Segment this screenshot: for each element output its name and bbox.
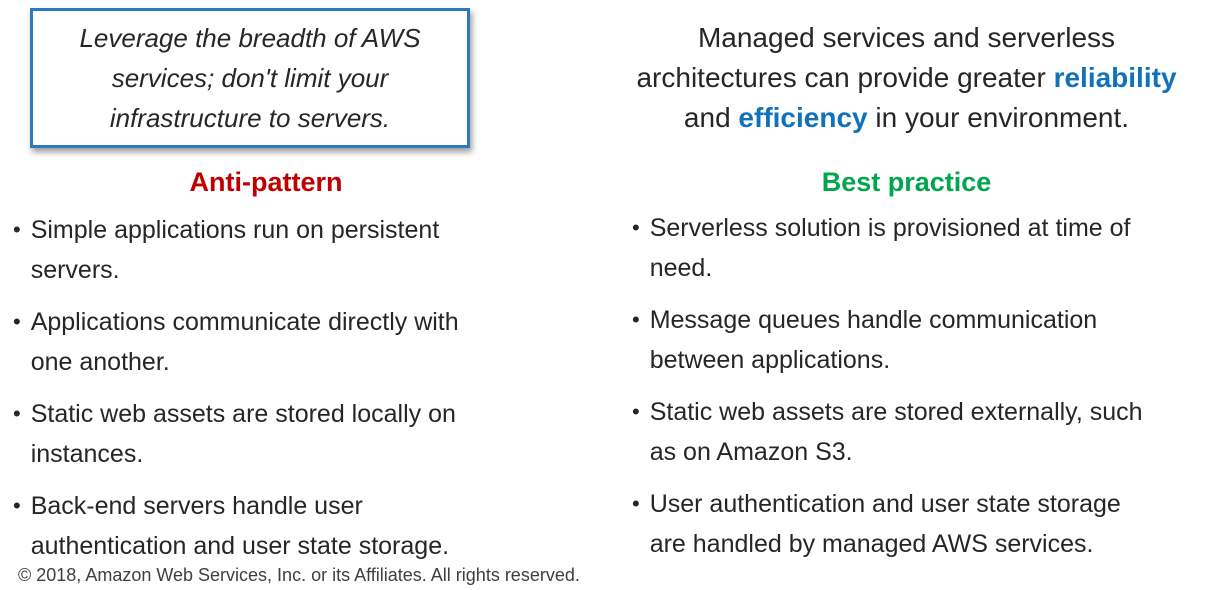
bullet-icon: •: [632, 491, 640, 516]
bullet-text: Static web assets are stored externally,…: [649, 398, 1143, 466]
callout-text-line: Leverage the breadth of AWS: [79, 23, 421, 53]
bullet-icon: •: [632, 399, 640, 424]
list-item: • Back-end servers handle user authentic…: [13, 486, 560, 566]
bullet-text: Message queues handle communication betw…: [649, 306, 1098, 374]
list-item: • Static web assets are stored externall…: [632, 392, 1223, 472]
bullet-text: Applications communicate directly with o…: [30, 308, 459, 376]
list-item: • Applications communicate directly with…: [13, 302, 560, 382]
bullet-text: Back-end servers handle user authenticat…: [30, 492, 450, 560]
list-item: • User authentication and user state sto…: [632, 484, 1223, 564]
intro-text: in your environment.: [867, 102, 1130, 133]
list-item: • Simple applications run on persistent …: [13, 210, 560, 290]
bullet-icon: •: [13, 493, 21, 518]
bullet-text: Static web assets are stored locally on …: [30, 400, 456, 468]
intro-statement: Managed services and serverless architec…: [590, 18, 1223, 138]
bullet-text: Serverless solution is provisioned at ti…: [649, 214, 1131, 282]
intro-line: Managed services and serverless: [590, 18, 1223, 58]
intro-highlight-efficiency: efficiency: [738, 102, 868, 133]
best-practice-column: Managed services and serverless architec…: [590, 0, 1223, 576]
intro-line: architectures can provide greater reliab…: [590, 58, 1223, 98]
bullet-icon: •: [13, 217, 21, 242]
anti-pattern-column: Leverage the breadth of AWS services; do…: [0, 0, 560, 578]
callout-box: Leverage the breadth of AWS services; do…: [30, 8, 470, 148]
callout-text-line: services; don't limit your: [111, 63, 389, 93]
intro-highlight-reliability: reliability: [1053, 62, 1177, 93]
intro-text: architectures can provide greater: [636, 62, 1054, 93]
intro-text: Managed services and serverless: [697, 22, 1116, 53]
bullet-text: User authentication and user state stora…: [649, 490, 1121, 558]
bullet-icon: •: [632, 307, 640, 332]
best-practice-list: • Serverless solution is provisioned at …: [632, 208, 1223, 564]
list-item: • Serverless solution is provisioned at …: [632, 208, 1223, 288]
anti-pattern-heading: Anti-pattern: [189, 167, 343, 197]
best-practice-heading: Best practice: [821, 167, 992, 197]
list-item: • Message queues handle communication be…: [632, 300, 1223, 380]
intro-text: and: [683, 102, 739, 133]
copyright-footer: © 2018, Amazon Web Services, Inc. or its…: [18, 565, 580, 585]
bullet-icon: •: [13, 401, 21, 426]
bullet-text: Simple applications run on persistent se…: [30, 216, 440, 284]
anti-pattern-list: • Simple applications run on persistent …: [13, 210, 560, 566]
bullet-icon: •: [632, 215, 640, 240]
callout-text-line: infrastructure to servers.: [109, 103, 391, 133]
list-item: • Static web assets are stored locally o…: [13, 394, 560, 474]
intro-line: and efficiency in your environment.: [590, 98, 1223, 138]
bullet-icon: •: [13, 309, 21, 334]
